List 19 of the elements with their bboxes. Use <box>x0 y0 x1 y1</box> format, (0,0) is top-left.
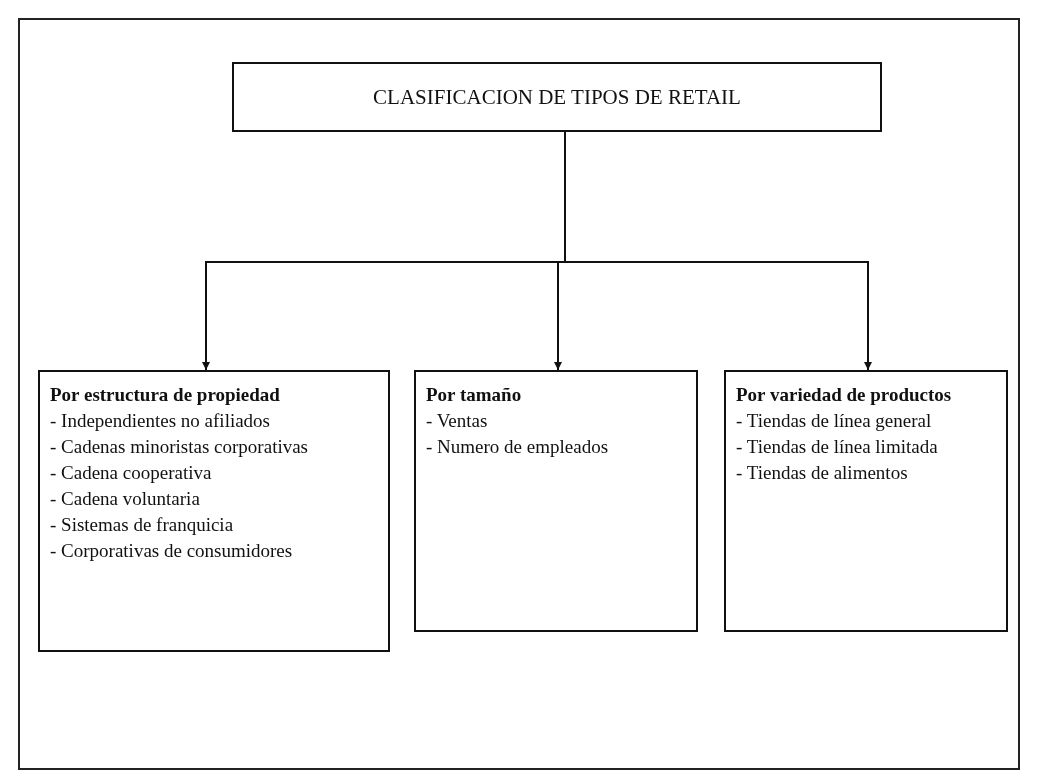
list-item: - Corporativas de consumidores <box>50 539 294 563</box>
list-item: - Independientes no afiliados <box>50 409 271 433</box>
title-box <box>232 62 882 132</box>
list-item: - Tiendas de alimentos <box>736 461 909 485</box>
title-text: CLASIFICACION DE TIPOS DE RETAIL <box>373 84 741 110</box>
list-item: - Cadena voluntaria <box>50 487 201 511</box>
category-heading: Por tamaño <box>426 383 523 407</box>
list-item: - Sistemas de franquicia <box>50 513 235 537</box>
list-item: - Ventas <box>426 409 489 433</box>
list-item: - Tiendas de línea general <box>736 409 933 433</box>
category-box <box>414 370 698 632</box>
category-heading: Por variedad de productos <box>736 383 953 407</box>
list-item: - Cadenas minoristas corporativas <box>50 435 309 459</box>
list-item: - Cadena cooperativa <box>50 461 213 485</box>
list-item: - Numero de empleados <box>426 435 610 459</box>
list-item: - Tiendas de línea limitada <box>736 435 939 459</box>
category-box <box>38 370 390 652</box>
category-box <box>724 370 1008 632</box>
category-heading: Por estructura de propiedad <box>50 383 281 407</box>
